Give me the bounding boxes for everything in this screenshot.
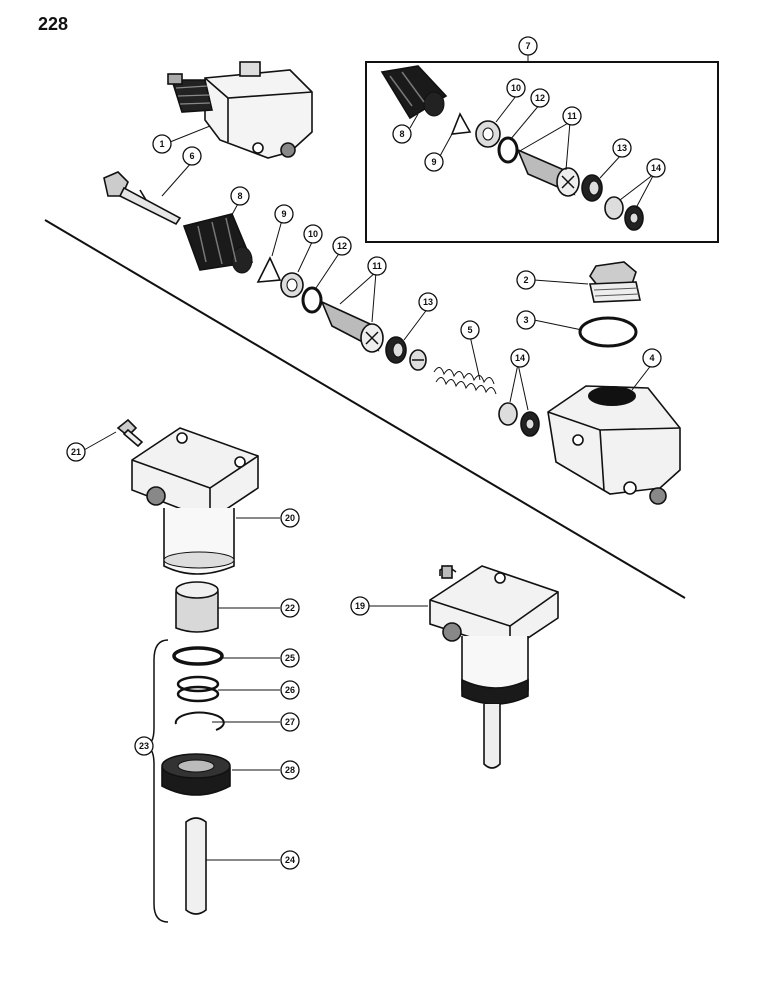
callout-12: 12	[332, 236, 352, 256]
svg-text:10: 10	[511, 83, 521, 93]
callout-4: 4	[642, 348, 662, 368]
kit-retainer	[450, 112, 472, 135]
callout-26: 26	[280, 680, 300, 700]
callout-25: 25	[280, 648, 300, 668]
svg-text:26: 26	[285, 685, 295, 695]
kit-box	[365, 61, 719, 243]
check-valve	[409, 349, 427, 371]
callout-5: 5	[460, 320, 480, 340]
o-ring	[301, 286, 323, 314]
svg-text:12: 12	[337, 241, 347, 251]
svg-text:21: 21	[71, 447, 81, 457]
push-rod	[103, 171, 182, 226]
callout-27: 27	[280, 712, 300, 732]
boot	[182, 213, 254, 274]
svg-text:28: 28	[285, 765, 295, 775]
callout-13: 13	[418, 292, 438, 312]
kit-cup	[581, 174, 603, 202]
callout-balloons: 1 2 3 4 5 6 7 8 8 9 9 10 10 11 11 12 12 …	[66, 36, 666, 870]
callout-3: 3	[516, 310, 536, 330]
callout-9-kit: 9	[424, 152, 444, 172]
seal-pair	[498, 402, 540, 437]
svg-text:7: 7	[525, 41, 530, 51]
callout-12-kit: 12	[530, 88, 550, 108]
callout-14: 14	[510, 348, 530, 368]
callout-9: 9	[274, 204, 294, 224]
svg-text:12: 12	[535, 93, 545, 103]
seal-ring	[172, 646, 224, 666]
svg-text:3: 3	[523, 315, 528, 325]
callout-13-kit: 13	[612, 138, 632, 158]
master-cylinder-body	[547, 385, 681, 505]
spring	[433, 367, 497, 395]
callout-6: 6	[182, 146, 202, 166]
kit-boot	[380, 65, 448, 120]
svg-text:1: 1	[159, 139, 164, 149]
svg-text:6: 6	[189, 151, 194, 161]
slave-cylinder-assembly	[429, 565, 559, 769]
slave-piston	[175, 581, 219, 633]
slave-cup	[161, 753, 231, 796]
kit-o-ring	[497, 136, 519, 164]
svg-text:13: 13	[617, 143, 627, 153]
callout-10: 10	[303, 224, 323, 244]
svg-text:19: 19	[355, 601, 365, 611]
callout-10-kit: 10	[506, 78, 526, 98]
svg-text:11: 11	[372, 261, 382, 271]
master-cylinder-assembly	[167, 61, 313, 159]
retainer	[256, 256, 282, 283]
callout-8-kit: 8	[392, 124, 412, 144]
gasket	[578, 316, 638, 348]
callout-11-kit: 11	[562, 106, 582, 126]
callout-23: 23	[134, 736, 154, 756]
leader-lines	[83, 52, 655, 861]
svg-text:23: 23	[139, 741, 149, 751]
svg-text:13: 13	[423, 297, 433, 307]
svg-text:10: 10	[308, 229, 318, 239]
divider-line	[44, 219, 686, 599]
piston	[320, 300, 384, 353]
callout-11: 11	[367, 256, 387, 276]
callout-7: 7	[518, 36, 538, 56]
svg-text:20: 20	[285, 513, 295, 523]
svg-text:5: 5	[467, 325, 472, 335]
small-spring	[176, 675, 220, 703]
snap-ring	[174, 711, 225, 731]
callout-22: 22	[280, 598, 300, 618]
callout-21: 21	[66, 442, 86, 462]
page-number: 228	[38, 14, 69, 34]
callout-20: 20	[280, 508, 300, 528]
svg-text:8: 8	[237, 191, 242, 201]
svg-text:9: 9	[281, 209, 286, 219]
slave-push-rod	[185, 817, 207, 915]
callout-19: 19	[350, 596, 370, 616]
svg-text:2: 2	[523, 275, 528, 285]
bleeder-screw	[116, 418, 144, 448]
svg-text:4: 4	[649, 353, 654, 363]
svg-text:22: 22	[285, 603, 295, 613]
reservoir-cap	[589, 261, 641, 303]
kit-piston	[516, 148, 580, 197]
svg-text:9: 9	[431, 157, 436, 167]
callout-24: 24	[280, 850, 300, 870]
svg-text:24: 24	[285, 855, 295, 865]
primary-cup	[385, 336, 407, 364]
svg-text:14: 14	[651, 163, 661, 173]
svg-text:11: 11	[567, 111, 577, 121]
callout-14-kit: 14	[646, 158, 666, 178]
callout-8: 8	[230, 186, 250, 206]
svg-text:25: 25	[285, 653, 295, 663]
kit-seal-pair	[604, 196, 644, 231]
svg-text:8: 8	[399, 129, 404, 139]
callout-28: 28	[280, 760, 300, 780]
callout-2: 2	[516, 270, 536, 290]
slave-cylinder-body	[131, 427, 259, 575]
svg-text:27: 27	[285, 717, 295, 727]
svg-text:14: 14	[515, 353, 525, 363]
callout-1: 1	[152, 134, 172, 154]
